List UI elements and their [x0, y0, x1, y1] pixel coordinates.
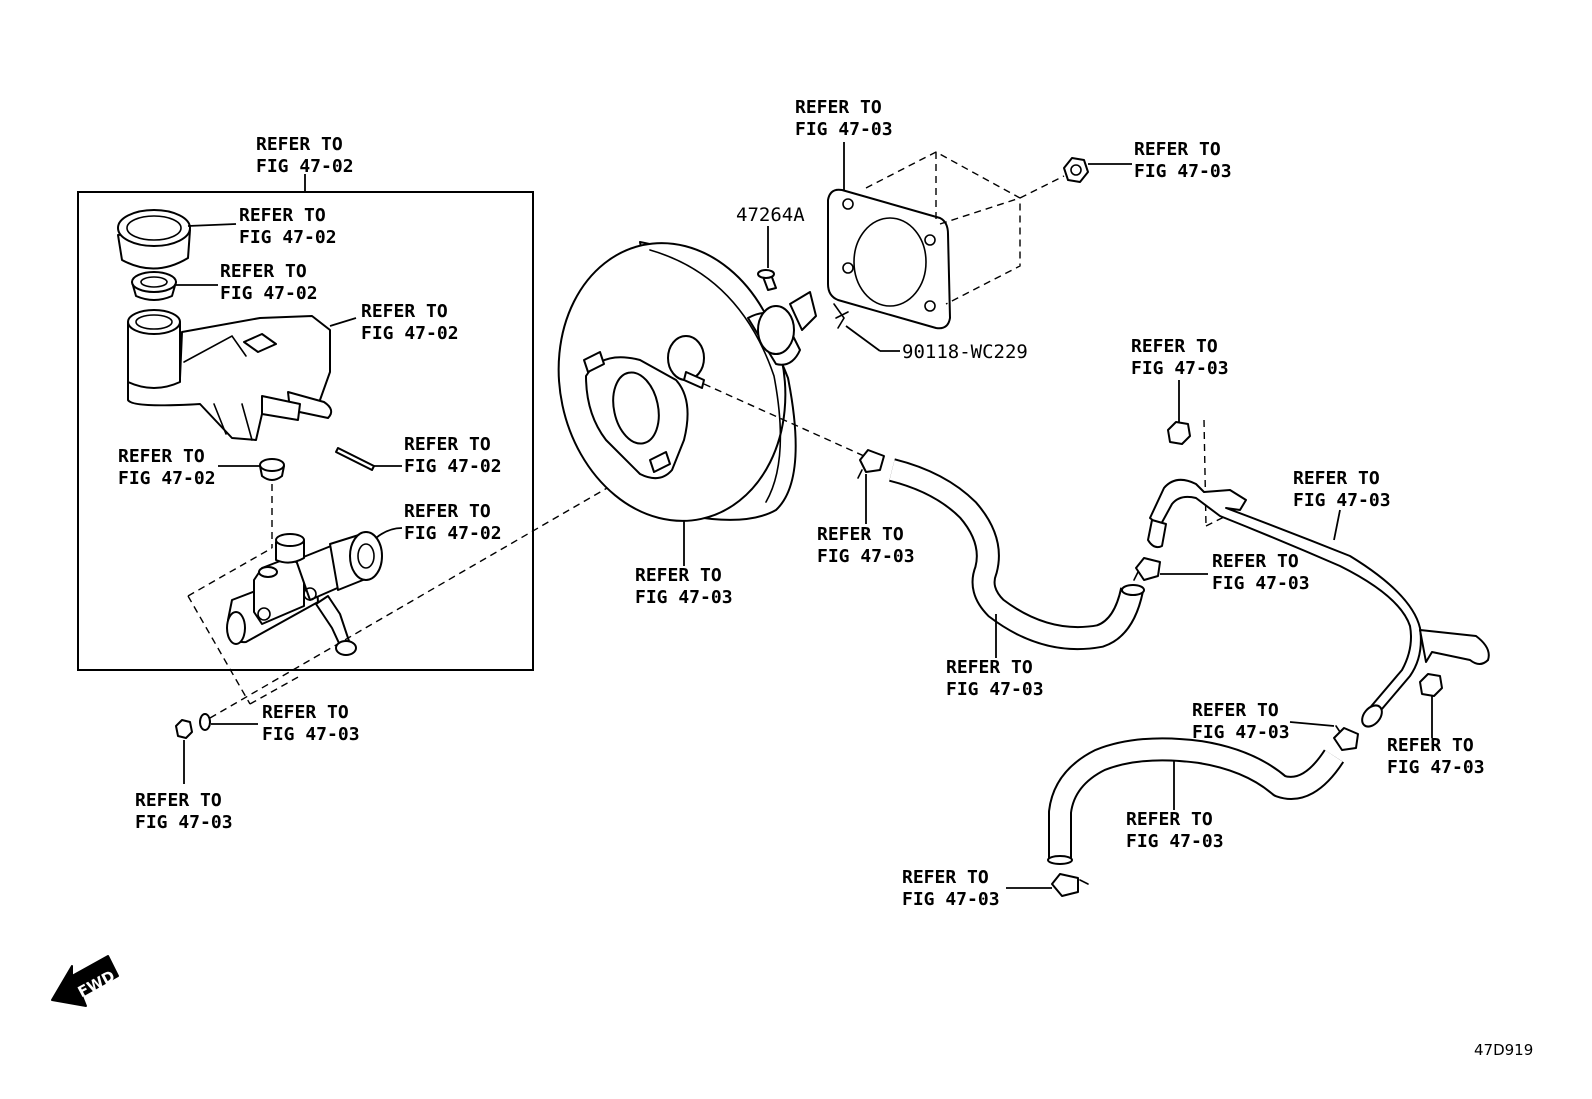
master-cylinder[interactable]: [226, 531, 383, 656]
nut-bracket-callout-line1[interactable]: REFER TO: [1131, 336, 1218, 357]
vacuum-hose-upper[interactable]: [888, 458, 1145, 651]
nut-left-callout-line2[interactable]: FIG 47-03: [135, 812, 233, 833]
strainer-callout-line1[interactable]: REFER TO: [220, 261, 307, 282]
booster-callout-line2[interactable]: FIG 47-03: [635, 587, 733, 608]
pipe-callout-line1[interactable]: REFER TO: [1293, 468, 1380, 489]
push-rod-clip-number[interactable]: 90118-WC229: [902, 341, 1028, 363]
assembly-callout-line1[interactable]: REFER TO: [256, 134, 343, 155]
cap-callout-line1[interactable]: REFER TO: [239, 205, 326, 226]
master-cylinder-callout-line2[interactable]: FIG 47-02: [404, 523, 502, 544]
clip-bottom-callout-line2[interactable]: FIG 47-03: [902, 889, 1000, 910]
figure-code: 47D919: [1474, 1041, 1533, 1059]
grommet-callout-line2[interactable]: FIG 47-02: [118, 468, 216, 489]
clip-lower-callout-line2[interactable]: FIG 47-03: [1192, 722, 1290, 743]
nut-bracket-callout-line2[interactable]: FIG 47-03: [1131, 358, 1229, 379]
cap-leader: [187, 223, 237, 227]
booster-hose-dash-line: [703, 383, 865, 457]
clip-booster-callout-line2[interactable]: FIG 47-03: [817, 546, 915, 567]
booster-callout-line1[interactable]: REFER TO: [635, 565, 722, 586]
vacuum-pipe[interactable]: [1147, 478, 1490, 731]
strainer-callout-line2[interactable]: FIG 47-02: [220, 283, 318, 304]
bottom-hose-clip[interactable]: [1051, 873, 1089, 897]
pin-callout-line1[interactable]: REFER TO: [404, 434, 491, 455]
nut-top-callout-line2[interactable]: FIG 47-03: [1134, 161, 1232, 182]
reservoir-pin[interactable]: [335, 447, 375, 471]
upper-hose-clip[interactable]: [1133, 557, 1161, 581]
reservoir-strainer[interactable]: [131, 271, 177, 301]
clip-mid-callout-line2[interactable]: FIG 47-03: [1212, 573, 1310, 594]
hose-mid-callout-line2[interactable]: FIG 47-03: [946, 679, 1044, 700]
booster-hose-clip[interactable]: [857, 449, 885, 479]
mounting-axis-dash-line: [209, 461, 653, 719]
top-flange-nut[interactable]: [1063, 157, 1089, 183]
clip-bottom-callout-line1[interactable]: REFER TO: [902, 867, 989, 888]
clip-mid-callout-line1[interactable]: REFER TO: [1212, 551, 1299, 572]
push-rod-pin[interactable]: [757, 269, 777, 291]
clip-booster-callout-line1[interactable]: REFER TO: [817, 524, 904, 545]
hose-mid-callout-line1[interactable]: REFER TO: [946, 657, 1033, 678]
reservoir-leader: [329, 317, 357, 327]
hose-lower-callout-line2[interactable]: FIG 47-03: [1126, 831, 1224, 852]
nut-top-callout-line1[interactable]: REFER TO: [1134, 139, 1221, 160]
left-mounting-washer[interactable]: [199, 713, 211, 731]
nut-right-callout-line1[interactable]: REFER TO: [1387, 735, 1474, 756]
master-cylinder-assembly-group: REFER TO FIG 47-02 REFER TO FIG 47-02 RE…: [77, 134, 534, 705]
nut-top-dash-line: [1019, 175, 1065, 199]
lower-hose-clip[interactable]: [1333, 725, 1359, 751]
push-rod-clip[interactable]: [833, 303, 849, 329]
left-mounting-nut[interactable]: [175, 719, 193, 739]
assembly-callout-line2[interactable]: FIG 47-02: [256, 156, 354, 177]
reservoir-cap[interactable]: [117, 209, 191, 270]
gasket-callout-line2[interactable]: FIG 47-03: [795, 119, 893, 140]
clip-lower-leader: [1289, 721, 1335, 727]
gasket-callout-line1[interactable]: REFER TO: [795, 97, 882, 118]
nut-right-callout-line2[interactable]: FIG 47-03: [1387, 757, 1485, 778]
push-rod-clip-leader-a: [845, 325, 881, 352]
brake-fluid-reservoir[interactable]: [127, 309, 333, 441]
push-rod-pin-number[interactable]: 47264A: [736, 204, 805, 226]
pipe-callout-line2[interactable]: FIG 47-03: [1293, 490, 1391, 511]
reservoir-callout-line2[interactable]: FIG 47-02: [361, 323, 459, 344]
install-dash-lines: [187, 547, 301, 705]
pipe-bracket-nut[interactable]: [1167, 421, 1191, 445]
pin-callout-line2[interactable]: FIG 47-02: [404, 456, 502, 477]
cap-callout-line2[interactable]: FIG 47-02: [239, 227, 337, 248]
brake-booster[interactable]: [533, 222, 817, 542]
reservoir-callout-line1[interactable]: REFER TO: [361, 301, 448, 322]
master-cylinder-callout-line1[interactable]: REFER TO: [404, 501, 491, 522]
pipe-leader: [1333, 509, 1341, 541]
vacuum-hose-lower[interactable]: [1047, 737, 1345, 865]
master-cylinder-leader: [375, 527, 403, 539]
reservoir-grommet[interactable]: [259, 458, 285, 481]
grommet-callout-line1[interactable]: REFER TO: [118, 446, 205, 467]
forward-direction-arrow: FWD: [51, 955, 119, 1007]
washer-left-callout-line1[interactable]: REFER TO: [262, 702, 349, 723]
clip-lower-callout-line1[interactable]: REFER TO: [1192, 700, 1279, 721]
nut-left-callout-line1[interactable]: REFER TO: [135, 790, 222, 811]
hose-lower-callout-line1[interactable]: REFER TO: [1126, 809, 1213, 830]
booster-gasket[interactable]: [827, 188, 951, 330]
fwd-arrow-icon: [51, 955, 119, 1007]
washer-left-callout-line2[interactable]: FIG 47-03: [262, 724, 360, 745]
pipe-bracket-nut-right[interactable]: [1419, 673, 1443, 697]
